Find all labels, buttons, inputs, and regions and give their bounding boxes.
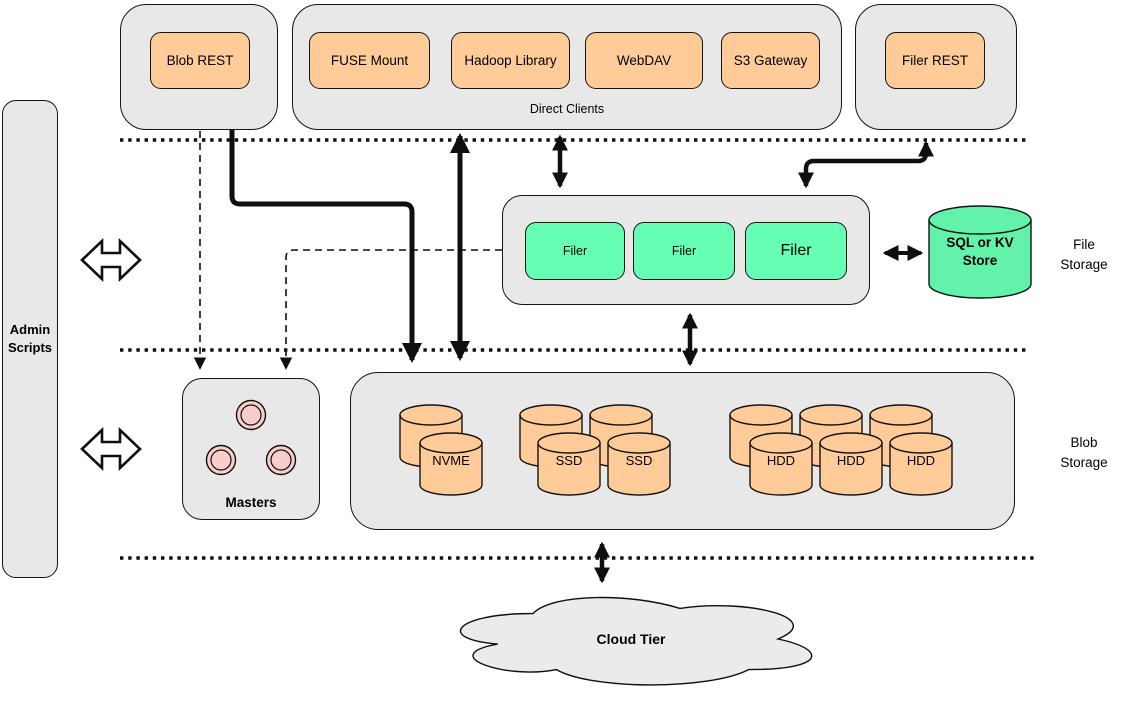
nvme-label: NVME: [432, 452, 470, 468]
client-node-fuse-mount: FUSE Mount: [309, 32, 430, 89]
ssd-label: SSD: [555, 452, 583, 468]
ssd-label: SSD: [625, 452, 653, 468]
hdd-label: HDD: [766, 452, 796, 468]
client-node-s3-gateway: S3 Gateway: [721, 32, 820, 89]
cloud-tier-label: Cloud Tier: [596, 631, 666, 647]
hdd-label: HDD: [836, 452, 866, 468]
admin-scripts-panel: Admin Scripts: [2, 100, 58, 578]
volume-cylinders: [399, 404, 953, 496]
cloud-tier-shape: [459, 596, 813, 686]
blob-rest-node: Blob REST: [150, 32, 250, 89]
blob-storage-tier-label: Blob Storage: [1060, 434, 1108, 470]
hdd-label: HDD: [906, 452, 936, 468]
client-node-hadoop-library: Hadoop Library: [451, 32, 570, 89]
filer-node-1: Filer: [525, 222, 625, 280]
filer-node-2: Filer: [633, 222, 735, 280]
arrow-filers-to-masters: [279, 249, 502, 370]
direct-clients-caption: Direct Clients: [529, 102, 605, 116]
admin-file-tier-arrow-icon: [80, 237, 142, 283]
arrow-blobrest-to-volumes: [229, 130, 422, 363]
filer-rest-node: Filer REST: [885, 32, 985, 89]
file-storage-tier-label: File Storage: [1060, 236, 1108, 272]
kv-store-label: SQL or KV Store: [946, 234, 1014, 268]
master-node-icons: [205, 399, 297, 476]
arrow-filers-filerrest: [798, 140, 934, 189]
kv-store-cylinder: [928, 205, 1032, 299]
client-node-webdav: WebDAV: [585, 32, 703, 89]
filer-node-3: Filer: [745, 222, 847, 280]
masters-label: Masters: [225, 494, 277, 510]
admin-blob-tier-arrow-icon: [80, 426, 142, 472]
admin-scripts-label: Admin Scripts: [7, 322, 53, 355]
